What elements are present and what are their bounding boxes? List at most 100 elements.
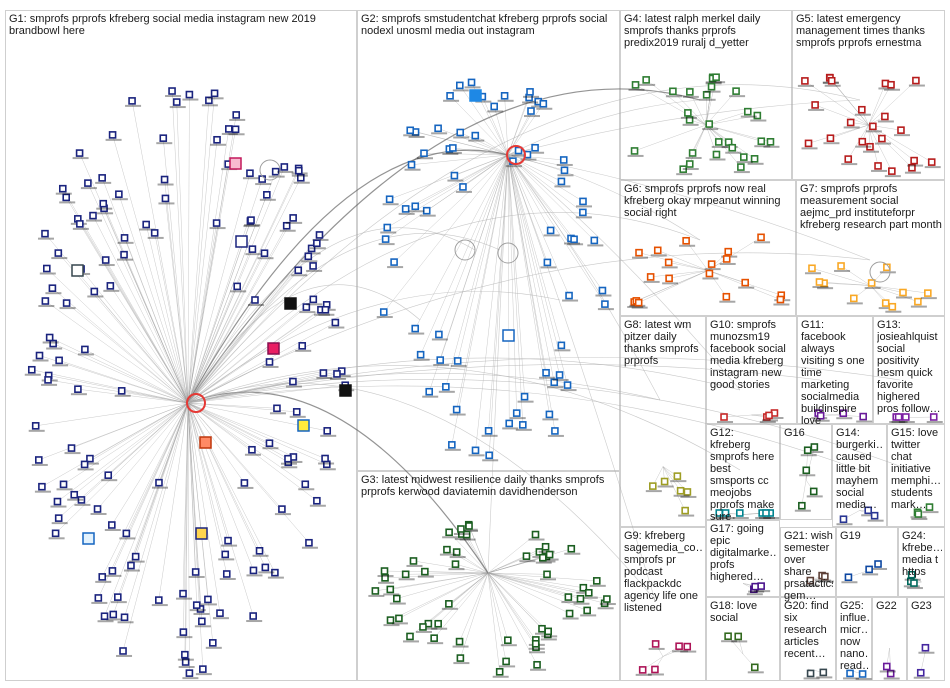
node — [321, 305, 330, 314]
node — [313, 239, 321, 248]
node-label-shadow — [125, 104, 142, 107]
node — [839, 515, 848, 524]
node-label-shadow — [806, 495, 823, 498]
node — [421, 567, 429, 576]
edge — [41, 402, 189, 487]
node-label-shadow — [416, 157, 433, 160]
node-label-shadow — [702, 128, 719, 131]
node-label-shadow — [711, 145, 728, 148]
node-label-shadow — [718, 517, 735, 519]
cross-group-edge — [187, 252, 871, 404]
node — [839, 409, 848, 418]
node — [683, 642, 692, 651]
node-label-shadow — [408, 135, 425, 138]
node — [724, 247, 733, 256]
node — [430, 634, 438, 642]
node — [411, 324, 420, 333]
node — [406, 632, 414, 641]
cross-group-edge — [187, 212, 701, 404]
node — [309, 295, 318, 304]
edge — [187, 94, 190, 404]
node-label-shadow — [169, 106, 186, 109]
node-label-shadow — [91, 601, 108, 604]
edge — [507, 91, 531, 156]
node — [393, 594, 401, 603]
node-label-shadow — [580, 614, 597, 617]
node-label-shadow — [80, 187, 97, 190]
edge — [55, 402, 189, 534]
node-label-shadow — [879, 670, 896, 673]
edge — [405, 154, 509, 210]
node — [54, 249, 63, 257]
node — [212, 219, 221, 227]
node — [887, 80, 895, 89]
edge — [187, 402, 190, 674]
node-label-shadow — [247, 303, 264, 306]
node-label-shadow — [497, 99, 514, 102]
node — [533, 660, 541, 669]
node — [273, 404, 281, 413]
cross-group-edge — [187, 372, 661, 404]
node — [248, 245, 257, 253]
group-box-g10: G10: smprofs munozsm19 facebook social m… — [706, 316, 797, 424]
node — [115, 190, 123, 199]
node-label-shadow — [431, 132, 448, 135]
node-label-shadow — [316, 376, 333, 379]
group-label-g9: G9: kfreberg sagemedia_co… smprofs pr po… — [624, 530, 703, 614]
node — [603, 595, 611, 603]
avatar-node — [284, 297, 297, 310]
node — [750, 663, 759, 672]
node — [664, 258, 673, 267]
node — [58, 184, 67, 193]
node-label-shadow — [301, 260, 318, 263]
node — [881, 299, 890, 307]
self-loop-ring — [454, 239, 476, 261]
edge — [187, 129, 236, 404]
node — [646, 273, 655, 281]
node — [846, 118, 855, 127]
node-label-shadow — [334, 375, 351, 378]
node — [899, 288, 907, 297]
node-label-shadow — [210, 143, 227, 146]
edge — [487, 572, 536, 644]
node-label-shadow — [64, 452, 81, 455]
node-label-shadow — [74, 503, 91, 506]
node-label-shadow — [554, 185, 571, 188]
node — [584, 588, 593, 597]
node — [520, 392, 529, 401]
node — [579, 583, 588, 592]
node-label-shadow — [670, 480, 687, 483]
edge — [145, 224, 189, 404]
cross-group-edge — [187, 383, 656, 601]
avatar-node — [469, 89, 482, 102]
node — [128, 97, 136, 105]
node-label-shadow — [547, 434, 564, 437]
cross-group-edge — [507, 154, 661, 401]
node-label-shadow — [843, 677, 860, 680]
node — [914, 297, 922, 306]
node — [386, 616, 395, 624]
node-label-shadow — [176, 636, 193, 639]
node-label-shadow — [101, 479, 118, 482]
node — [740, 153, 748, 161]
node-label-shadow — [702, 277, 719, 280]
node-label-shadow — [38, 305, 55, 308]
edge — [123, 254, 189, 404]
node-label-shadow — [685, 156, 702, 159]
node — [567, 544, 576, 553]
node — [467, 78, 476, 87]
node-label-shadow — [680, 650, 697, 653]
node-label-shadow — [368, 594, 385, 597]
node-label-shadow — [189, 609, 206, 612]
node — [921, 643, 930, 652]
node-label-shadow — [51, 522, 68, 525]
node — [93, 505, 102, 513]
group-box-g11: G11: facebook always visiting s one time… — [797, 316, 873, 427]
node-label-shadow — [748, 590, 765, 593]
node — [844, 573, 853, 582]
node-label-shadow — [528, 151, 545, 154]
node-label-shadow — [228, 133, 245, 136]
node — [484, 427, 493, 435]
node-label-shadow — [268, 175, 285, 178]
edge — [122, 402, 189, 652]
